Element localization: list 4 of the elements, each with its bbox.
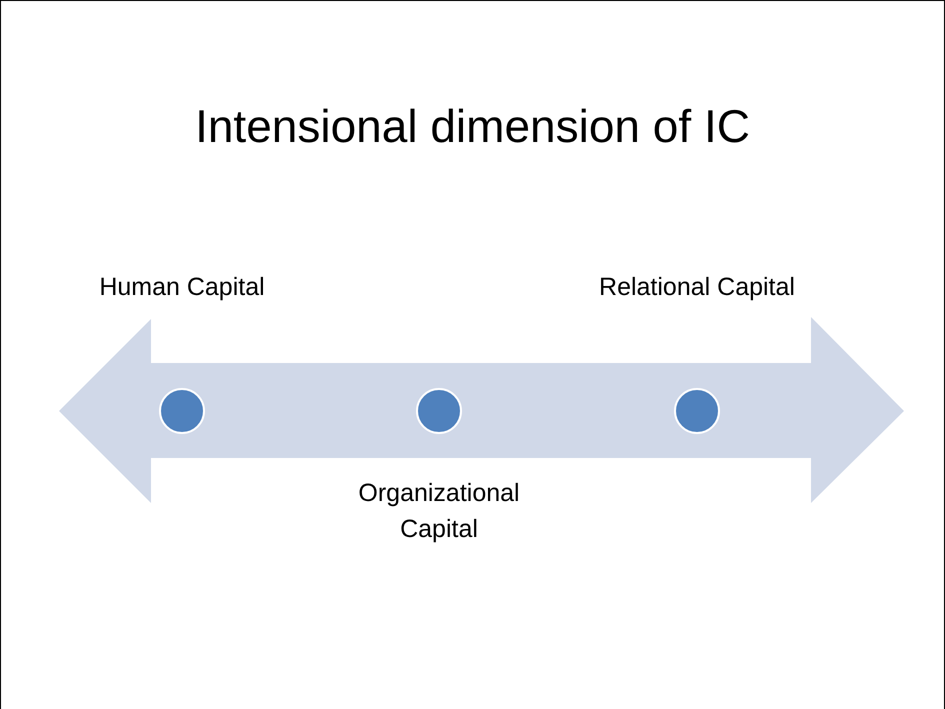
node-label: Relational Capital: [598, 272, 796, 303]
node-label: Human Capital: [98, 272, 266, 303]
node-label: Organizational Capital: [357, 478, 521, 545]
slide-title: Intensional dimension of IC: [194, 99, 751, 153]
